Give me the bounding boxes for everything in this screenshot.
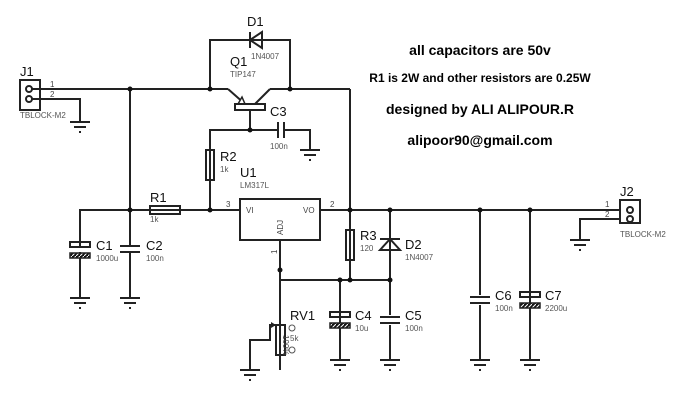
resistor-r2[interactable]: R2 1k (205, 149, 237, 181)
wire-input-line (79, 209, 240, 298)
r1-value: 1k (150, 215, 159, 224)
q1-value: TIP147 (230, 70, 256, 79)
j2-value: TBLOCK-M2 (620, 230, 666, 239)
ground-icon (569, 239, 591, 251)
c4-ref: C4 (355, 308, 372, 323)
ground-icon (379, 359, 401, 371)
junction-dots (127, 86, 533, 283)
ground-icon (69, 297, 91, 309)
resistor-r3[interactable]: R3 120 (345, 228, 377, 261)
capacitor-c6[interactable]: C6 100n (469, 288, 513, 313)
c1-ref: C1 (96, 238, 113, 253)
ground-icon (69, 121, 91, 133)
connector-j2[interactable]: J2 TBLOCK-M2 1 2 (605, 184, 666, 239)
j2-ref: J2 (620, 184, 634, 199)
d2-value: 1N4007 (405, 253, 434, 262)
increase-icon[interactable] (288, 324, 296, 332)
capacitor-c5[interactable]: C5 100n (379, 308, 423, 333)
c3-value: 100n (270, 142, 288, 151)
rv1-setting: 100% (281, 335, 290, 355)
potentiometer-rv1[interactable]: 100% RV1 5k (249, 308, 315, 370)
u1-vi-label: VI (246, 206, 254, 215)
transistor-q1[interactable]: Q1 TIP147 (227, 54, 271, 111)
q1-ref: Q1 (230, 54, 247, 69)
d1-value: 1N4007 (251, 52, 280, 61)
resistor-r1[interactable]: R1 1k (149, 190, 181, 224)
wire-r2-base (209, 129, 278, 210)
ground-icon (239, 369, 261, 381)
c5-value: 100n (405, 324, 423, 333)
rv1-ref: RV1 (290, 308, 315, 323)
j1-ref: J1 (20, 64, 34, 79)
c2-ref: C2 (146, 238, 163, 253)
ground-icon (329, 359, 351, 371)
capacitor-c4[interactable]: C4 10u (329, 308, 372, 333)
u1-ref: U1 (240, 165, 257, 180)
c4-value: 10u (355, 324, 368, 333)
u1-vo-label: VO (303, 206, 315, 215)
ground-icon (469, 359, 491, 371)
r1-ref: R1 (150, 190, 167, 205)
d1-ref: D1 (247, 14, 264, 29)
note-email: alipoor90@gmail.com (407, 132, 552, 148)
j1-value: TBLOCK-M2 (20, 111, 66, 120)
rv1-value: 5k (290, 334, 299, 343)
c5-ref: C5 (405, 308, 422, 323)
u1-pin2: 2 (330, 200, 335, 209)
j2-pin1-label: 1 (605, 200, 610, 209)
u1-pin1: 1 (270, 249, 279, 254)
c1-value: 1000u (96, 254, 118, 263)
decrease-icon[interactable] (288, 346, 296, 354)
j2-pin2-label: 2 (605, 210, 610, 219)
ground-icon (519, 359, 541, 371)
c3-ref: C3 (270, 104, 287, 119)
u1-pin3: 3 (226, 200, 231, 209)
wire-c3-gnd (284, 129, 311, 150)
c7-value: 2200u (545, 304, 567, 313)
r3-ref: R3 (360, 228, 377, 243)
diode-d2[interactable]: D2 1N4007 (377, 237, 434, 262)
c7-ref: C7 (545, 288, 562, 303)
note-designer: designed by ALI ALIPOUR.R (386, 101, 574, 117)
c6-ref: C6 (495, 288, 512, 303)
connector-j1[interactable]: J1 TBLOCK-M2 1 2 (19, 64, 66, 120)
ground-icon (299, 149, 321, 161)
diode-d1[interactable]: D1 1N4007 (247, 14, 280, 61)
u1-adj-label: ADJ (276, 220, 285, 235)
regulator-u1[interactable]: VI VO ADJ U1 LM317L 3 2 1 (226, 165, 335, 254)
ground-icon (119, 297, 141, 309)
j1-pin2-label: 2 (50, 90, 55, 99)
r3-value: 120 (360, 244, 374, 253)
wire-j1-gnd (32, 98, 81, 122)
capacitor-c3[interactable]: C3 100n (270, 104, 288, 151)
note-resistor-power: R1 is 2W and other resistors are 0.25W (369, 71, 591, 85)
r2-ref: R2 (220, 149, 237, 164)
d2-ref: D2 (405, 237, 422, 252)
u1-value: LM317L (240, 181, 269, 190)
c2-value: 100n (146, 254, 164, 263)
j1-pin1-label: 1 (50, 80, 55, 89)
wire-j2-gnd (579, 218, 620, 240)
capacitor-c1[interactable]: C1 1000u (69, 238, 118, 263)
c6-value: 100n (495, 304, 513, 313)
note-capacitor-voltage: all capacitors are 50v (409, 42, 551, 58)
capacitor-c7[interactable]: C7 2200u (519, 288, 567, 313)
r2-value: 1k (220, 165, 229, 174)
